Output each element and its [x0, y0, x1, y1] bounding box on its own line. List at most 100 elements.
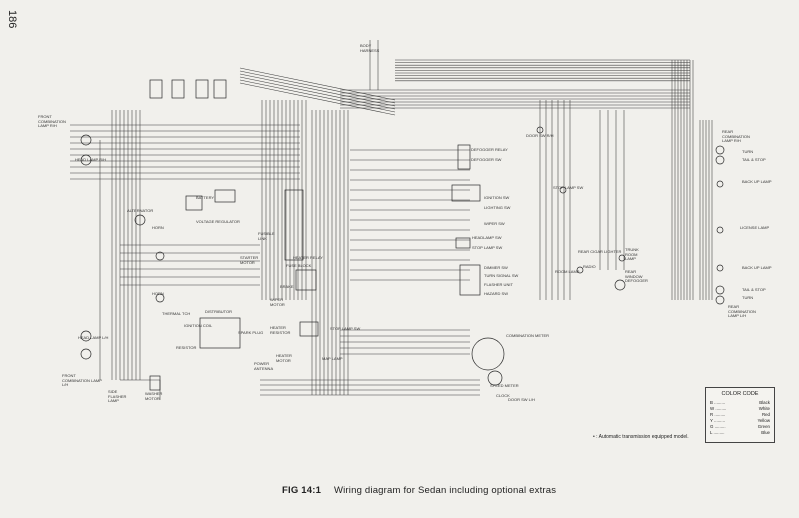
ignition-switch-box — [451, 184, 481, 202]
figure-title: Wiring diagram for Sedan including optio… — [333, 485, 557, 496]
defogger-grid — [614, 279, 626, 291]
label-door-sw-rh: DOOR SW R/H — [526, 133, 554, 138]
color-code-row: L .........Blue — [710, 430, 770, 435]
color-code-row: B .........Black — [710, 400, 770, 405]
color-code-name: White — [758, 406, 770, 412]
label-heater-relay: HEATER RELAY — [293, 255, 323, 260]
head-lamp-rh — [80, 134, 92, 146]
color-code-row: G .........Green — [710, 424, 770, 429]
label-defogger-relay: DEFOGGER RELAY — [471, 147, 508, 152]
horn — [155, 293, 165, 303]
back-up-lamp — [716, 264, 724, 272]
page-number: 186 — [6, 10, 18, 29]
label-turn-rh: TURN — [742, 149, 754, 154]
label-head-lamp-lh: HEAD LAMP L/H — [78, 335, 109, 340]
head-lamp-lh — [80, 348, 92, 360]
relay-box — [171, 79, 185, 99]
label-starter-motor: STARTER MOTOR — [240, 255, 259, 265]
harness-wire — [239, 73, 396, 107]
label-horn: HORN — [152, 291, 164, 296]
label-thermal: THERMAL TCH — [162, 311, 191, 316]
label-trunk-room-lamp: TRUNK ROOM LAMP — [625, 247, 639, 261]
label-rear-combination-lamp-rh: REAR COMBINATION LAMP R/H — [722, 129, 750, 143]
harness-wire — [239, 67, 396, 101]
label-turn-signal-sw: TURN SIGNAL SW — [484, 273, 519, 278]
room-lamp — [576, 266, 584, 274]
relay-box — [149, 79, 163, 99]
label-body-harness: BODY HARNESS — [360, 43, 380, 53]
fuse-block — [284, 189, 304, 261]
label-battery: BATTERY — [196, 195, 215, 200]
license-lamp — [716, 226, 724, 234]
tail-stop-lamp — [715, 155, 725, 165]
color-code-letter: Y ......... — [710, 418, 726, 424]
label-alternator: ALTERNATOR — [127, 208, 154, 213]
label-brake: BRAKE — [280, 284, 294, 289]
stop-lamp-switch — [559, 186, 567, 194]
tail-stop-lamp — [715, 285, 725, 295]
label-spark-plug: SPARK PLUG — [238, 330, 264, 335]
label-fusible-link: FUSIBLE LINK — [258, 231, 275, 241]
label-washer-motor: WASHER MOTOR — [145, 391, 163, 401]
label-heater-motor: HEATER MOTOR — [276, 353, 292, 363]
label-front-combination-lamp-rh: FRONT COMBINATION LAMP R/H — [38, 114, 66, 128]
alternator — [134, 214, 146, 226]
label-ignition-sw: IGNITION SW — [484, 195, 510, 200]
label-stop-lamp-sw-lower: STOP LAMP SW — [330, 326, 361, 331]
figure-number: FIG 14:1 — [282, 485, 322, 496]
color-code-letter: B ......... — [710, 400, 726, 405]
label-defogger-sw: DEFOGGER SW — [471, 157, 502, 162]
label-lighting-sw: LIGHTING SW — [484, 205, 511, 210]
figure-caption: FIG 14:1 Wiring diagram for Sedan includ… — [282, 485, 556, 496]
color-code-letter: G ......... — [710, 424, 726, 430]
label-power-antenna: POWER ANTENNA — [254, 361, 274, 371]
label-heater-resistor: HEATER RESISTOR — [270, 325, 291, 335]
heater-resistor-box — [299, 321, 319, 337]
label-dimmer-sw: DIMMER SW — [484, 265, 508, 270]
label-voltage-regulator: VOLTAGE REGULATOR — [196, 219, 240, 224]
label-hazard-sw: HAZARD SW — [484, 291, 508, 296]
defogger-relay-box — [457, 144, 471, 170]
relay-box — [195, 79, 209, 99]
label-horn-top: HORN — [152, 225, 164, 230]
label-tail-stop-rh: TAIL & STOP — [742, 157, 766, 162]
label-license-lamp: LICENSE LAMP — [740, 225, 770, 230]
label-combination-meter: COMBINATION METER — [506, 333, 550, 338]
headlamp-switch-box — [455, 237, 471, 249]
label-room-lamp: ROOM LAMP — [555, 269, 580, 274]
turn-lamp — [715, 295, 725, 305]
color-code-name: Yellow — [757, 418, 770, 424]
label-wiper-sw: WIPER SW — [484, 221, 505, 226]
label-rear-cigar-lighter: REAR CIGAR LIGHTER — [578, 249, 622, 254]
speed-meter — [487, 370, 503, 386]
label-head-lamp-rh: HEAD LAMP R/H — [75, 157, 107, 162]
voltage-regulator-box — [214, 189, 236, 203]
label-side-flasher-lamp: SIDE FLASHER LAMP — [108, 389, 127, 403]
label-clock: CLOCK — [496, 393, 510, 398]
label-headlamp-sw: HEADLAMP SW — [472, 235, 502, 240]
label-back-up-lamp-rh: BACK UP LAMP — [742, 179, 772, 184]
relay-box — [213, 79, 227, 99]
battery-box — [185, 195, 203, 211]
harness-wire — [239, 82, 396, 116]
label-fuse-block: FUSE BLOCK — [286, 263, 312, 268]
label-wiper-motor: WIPER MOTOR — [270, 297, 285, 307]
color-code-row: R .........Red — [710, 412, 770, 417]
label-rear-combination-lamp-lh: REAR COMBINATION LAMP L/H — [728, 304, 756, 318]
label-resistor: RESISTOR — [176, 345, 197, 350]
label-back-up-lamp-lh: BACK UP LAMP — [742, 265, 772, 270]
label-rear-window-defogger: REAR WINDOW DEFOGGER — [625, 269, 648, 283]
label-stop-lamp-sw: STOP LAMP SW — [472, 245, 503, 250]
automatic-transmission-note: • : Automatic transmission equipped mode… — [593, 434, 689, 440]
harness-wire — [239, 76, 396, 110]
washer-motor-box — [149, 375, 161, 391]
distributor-box — [199, 317, 241, 349]
head-lamp-lh — [80, 330, 92, 342]
harness-wire — [239, 70, 396, 104]
door-switch — [536, 126, 544, 134]
label-tail-stop-lh: TAIL & STOP — [742, 287, 766, 292]
body-harness-wire — [369, 40, 379, 90]
combination-meter — [471, 337, 505, 371]
wiper-motor-box — [295, 269, 317, 291]
